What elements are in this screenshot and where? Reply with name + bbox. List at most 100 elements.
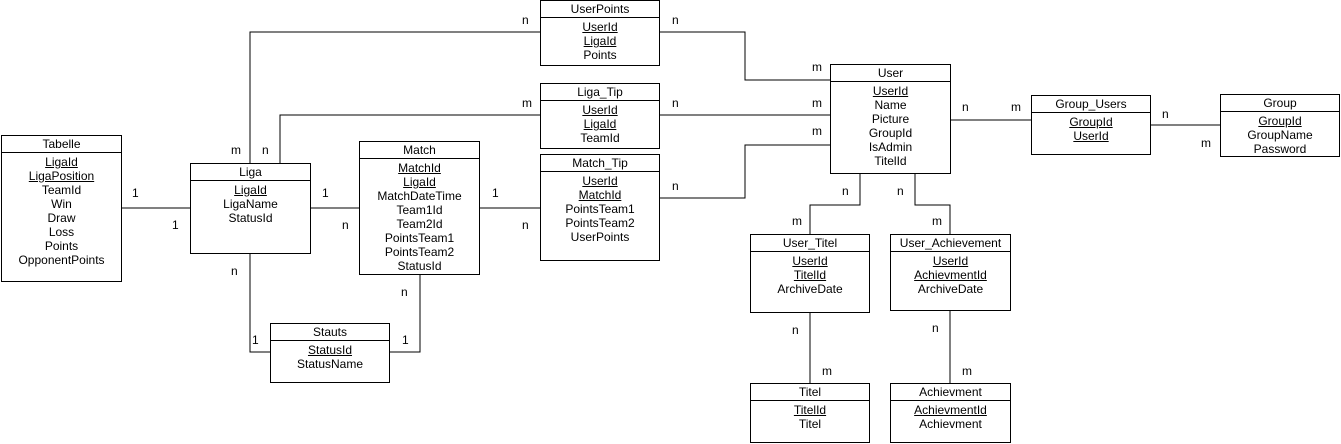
attribute: Achievment [919, 417, 982, 431]
cardinality-label: m [812, 124, 822, 138]
attribute: OpponentPoints [18, 253, 105, 267]
attribute: Team1Id [396, 203, 443, 217]
key-attribute: GroupId [1069, 115, 1113, 129]
relation-line-match-stauts [390, 275, 421, 353]
attribute: TeamId [41, 183, 82, 197]
cardinality-label: n [842, 184, 849, 198]
attribute: Titel [798, 417, 822, 431]
attribute: ArchiveDate [917, 282, 984, 296]
attribute: Team2Id [396, 217, 443, 231]
attribute: GroupId [868, 126, 913, 140]
cardinality-label: m [932, 214, 942, 228]
cardinality-label: n [522, 218, 529, 232]
attribute: ArchiveDate [777, 282, 843, 296]
cardinality-label: n [672, 179, 679, 193]
key-attribute: UserId [872, 84, 909, 98]
key-attribute: MatchId [578, 188, 622, 202]
key-attribute: AchievmentId [914, 268, 987, 282]
key-attribute: UserId [792, 254, 828, 268]
attribute: PointsTeam2 [565, 216, 635, 230]
key-attribute: AchievmentId [914, 403, 987, 417]
attribute: Points [44, 239, 79, 253]
key-attribute: MatchId [398, 161, 441, 175]
key-attribute: LigaId [45, 155, 78, 169]
entity-title: User_Titel [751, 235, 869, 252]
cardinality-label: 1 [252, 333, 259, 347]
cardinality-label: 1 [132, 186, 139, 200]
cardinality-label: m [1011, 100, 1021, 114]
relation-line-userpoints-user [660, 31, 830, 81]
cardinality-label: 1 [172, 218, 179, 232]
entity-title: Match [360, 142, 479, 159]
cardinality-label: m [231, 143, 241, 157]
entity-title: Titel [751, 384, 869, 401]
cardinality-label: n [342, 218, 349, 232]
attribute: TitelId [874, 154, 907, 168]
entity-title: Liga [191, 164, 310, 181]
cardinality-label: n [401, 285, 408, 299]
key-attribute: UserId [582, 103, 618, 117]
attribute: Picture [871, 112, 910, 126]
attribute: UserPoints [570, 230, 630, 244]
attribute: Loss [48, 225, 75, 239]
key-attribute: TitelId [793, 268, 827, 282]
key-attribute: UserId [582, 20, 618, 34]
cardinality-label: m [812, 60, 822, 74]
relation-line-match_tip-user [660, 144, 830, 199]
entity-title: Liga_Tip [541, 84, 659, 101]
attribute: PointsTeam2 [384, 245, 455, 259]
attribute: PointsTeam1 [384, 231, 455, 245]
attribute: Password [1253, 142, 1307, 156]
key-attribute: UserId [1073, 129, 1109, 143]
attribute: StatusId [228, 211, 273, 225]
key-attribute: StatusId [307, 343, 353, 357]
cardinality-label: 1 [402, 333, 409, 347]
cardinality-label: n [672, 13, 679, 27]
cardinality-label: n [962, 100, 969, 114]
cardinality-label: n [792, 323, 799, 337]
cardinality-label: n [522, 13, 529, 27]
attribute: LigaName [223, 197, 278, 211]
attribute: TeamId [580, 131, 620, 145]
entity-title: Tabelle [2, 136, 121, 153]
attribute: Name [874, 98, 907, 112]
entity-title: Stauts [271, 324, 389, 341]
attribute: Draw [47, 211, 76, 225]
relation-line-liga-userpoints [249, 31, 540, 163]
cardinality-label: n [897, 184, 904, 198]
cardinality-label: m [812, 96, 822, 110]
entity-title: User_Achievement [891, 235, 1010, 252]
cardinality-label: n [262, 143, 269, 157]
cardinality-label: n [231, 264, 238, 278]
entity-title: User [831, 65, 950, 82]
attribute: IsAdmin [868, 140, 913, 154]
attribute: StatusName [296, 357, 364, 371]
cardinality-label: 1 [322, 186, 329, 200]
relation-line-liga-stauts [249, 254, 270, 353]
